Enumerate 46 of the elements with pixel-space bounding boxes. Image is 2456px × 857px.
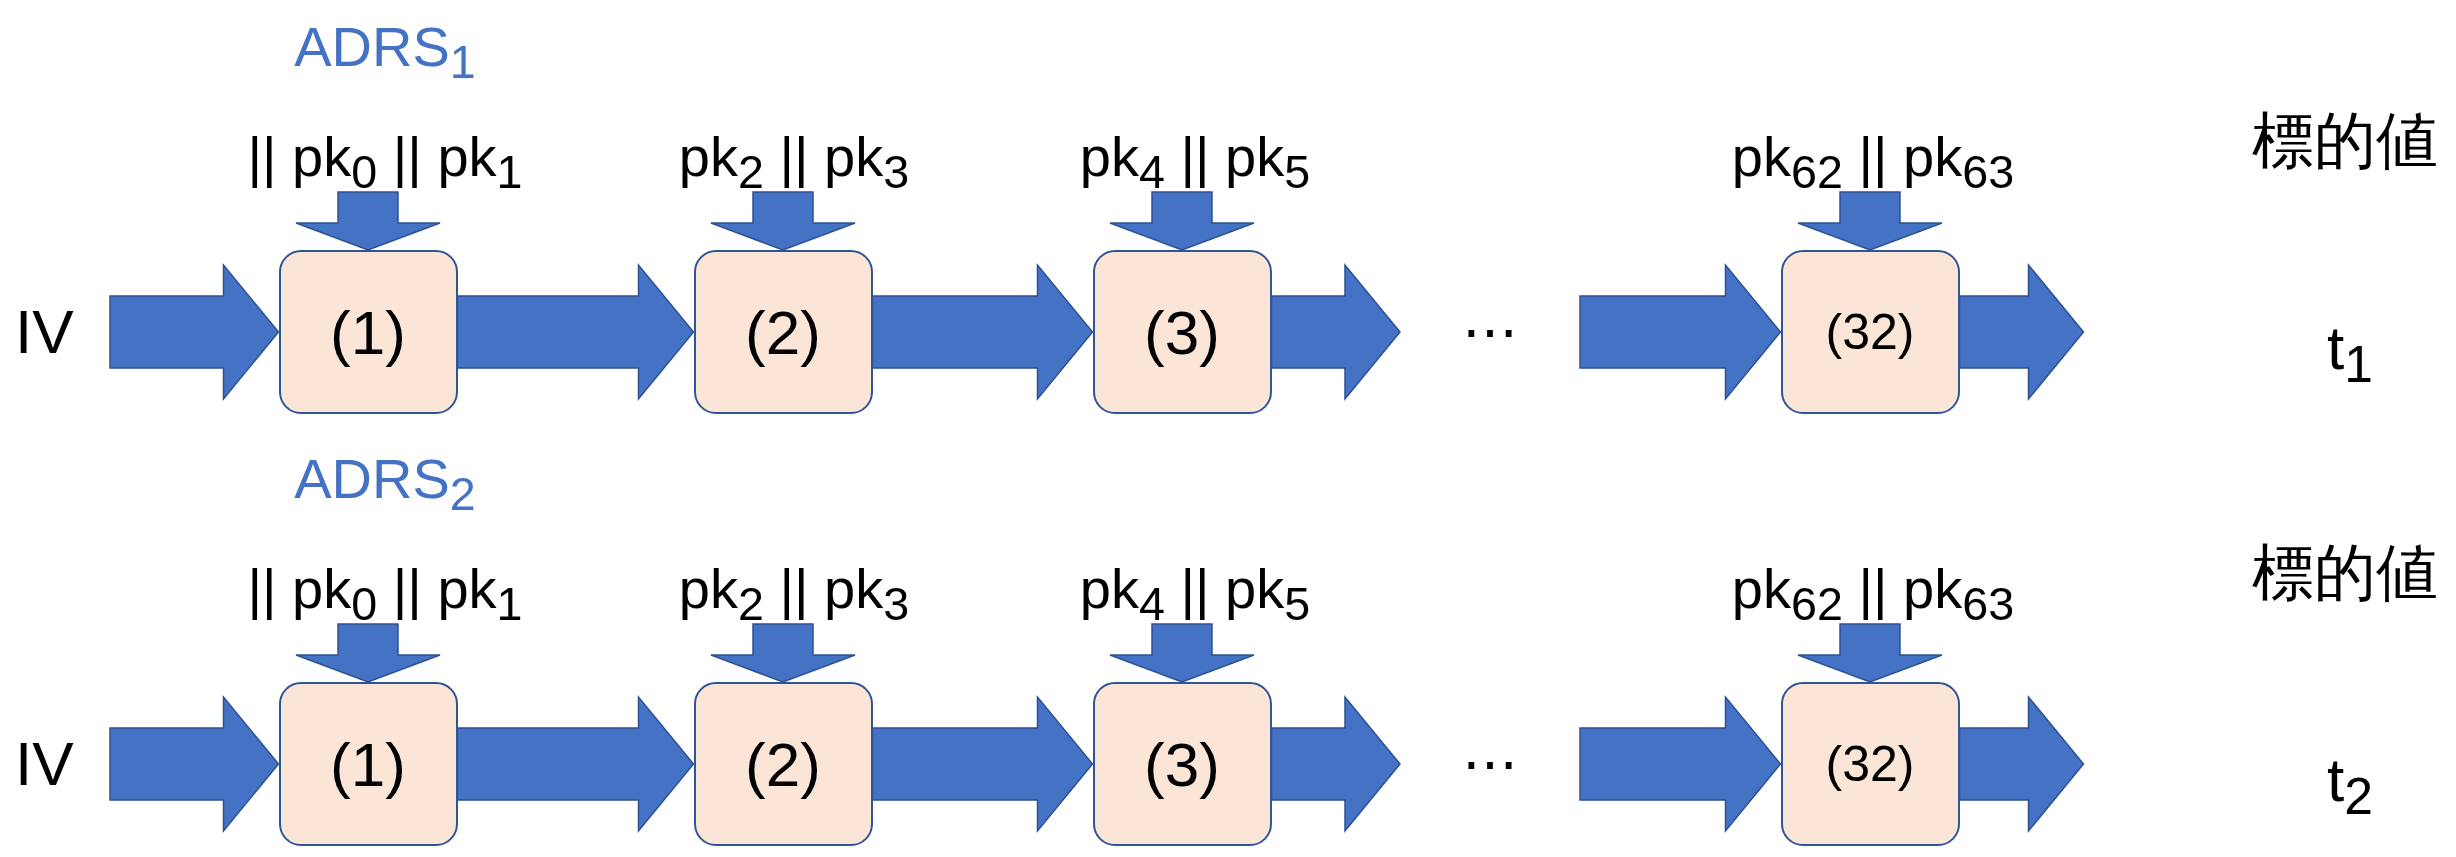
key-input-label: pk$_{2}$ || pk$_{3}$ <box>678 556 910 624</box>
input-value-label: IV <box>15 724 110 804</box>
block-arrow <box>456 694 695 834</box>
process-box: (1) <box>278 682 458 846</box>
process-box: (32) <box>1780 250 1960 414</box>
block-arrow <box>871 262 1094 402</box>
key-input-label: pk$_{2}$ || pk$_{3}$ <box>678 124 910 192</box>
input-arrow <box>1797 191 1943 251</box>
input-arrow <box>1109 191 1255 251</box>
block-arrow <box>109 262 280 402</box>
block-arrow <box>1579 262 1782 402</box>
process-box: (1) <box>278 250 458 414</box>
input-arrow <box>295 623 441 683</box>
block-arrow <box>456 262 695 402</box>
input-arrow <box>1797 623 1943 683</box>
input-arrow <box>1109 623 1255 683</box>
block-arrow <box>1270 262 1401 402</box>
input-arrow <box>710 191 856 251</box>
key-input-label: || pk$_{0}$ || pk$_{1}$ <box>247 124 523 192</box>
key-input-label: pk$_{4}$ || pk$_{5}$ <box>1079 124 1311 192</box>
key-input-label: pk$_{62}$ || pk$_{63}$ <box>1731 556 2015 624</box>
input-value-label: IV <box>15 292 110 372</box>
ellipsis: ⋯ <box>1400 292 1580 372</box>
key-input-label: || pk$_{0}$ || pk$_{1}$ <box>247 556 523 624</box>
block-arrow <box>1958 694 2085 834</box>
target-value-label: 標的値 <box>2251 105 2439 177</box>
block-arrow <box>109 694 280 834</box>
input-arrow <box>710 623 856 683</box>
output-label: t$_{2}$ <box>2326 744 2374 828</box>
address-label: ADRS$_{1}$ <box>294 14 476 82</box>
process-box: (2) <box>693 250 873 414</box>
key-input-label: pk$_{4}$ || pk$_{5}$ <box>1079 556 1311 624</box>
block-arrow <box>871 694 1094 834</box>
block-arrow <box>1270 694 1401 834</box>
process-box: (2) <box>693 682 873 846</box>
key-input-label: pk$_{62}$ || pk$_{63}$ <box>1731 124 2015 192</box>
block-arrow <box>1958 262 2085 402</box>
address-label: ADRS$_{2}$ <box>294 446 476 514</box>
block-arrow <box>1579 694 1782 834</box>
process-box: (3) <box>1092 250 1272 414</box>
target-value-label: 標的値 <box>2251 537 2439 609</box>
input-arrow <box>295 191 441 251</box>
process-box: (3) <box>1092 682 1272 846</box>
process-box: (32) <box>1780 682 1960 846</box>
output-label: t$_{1}$ <box>2326 312 2374 396</box>
ellipsis: ⋯ <box>1400 724 1580 804</box>
